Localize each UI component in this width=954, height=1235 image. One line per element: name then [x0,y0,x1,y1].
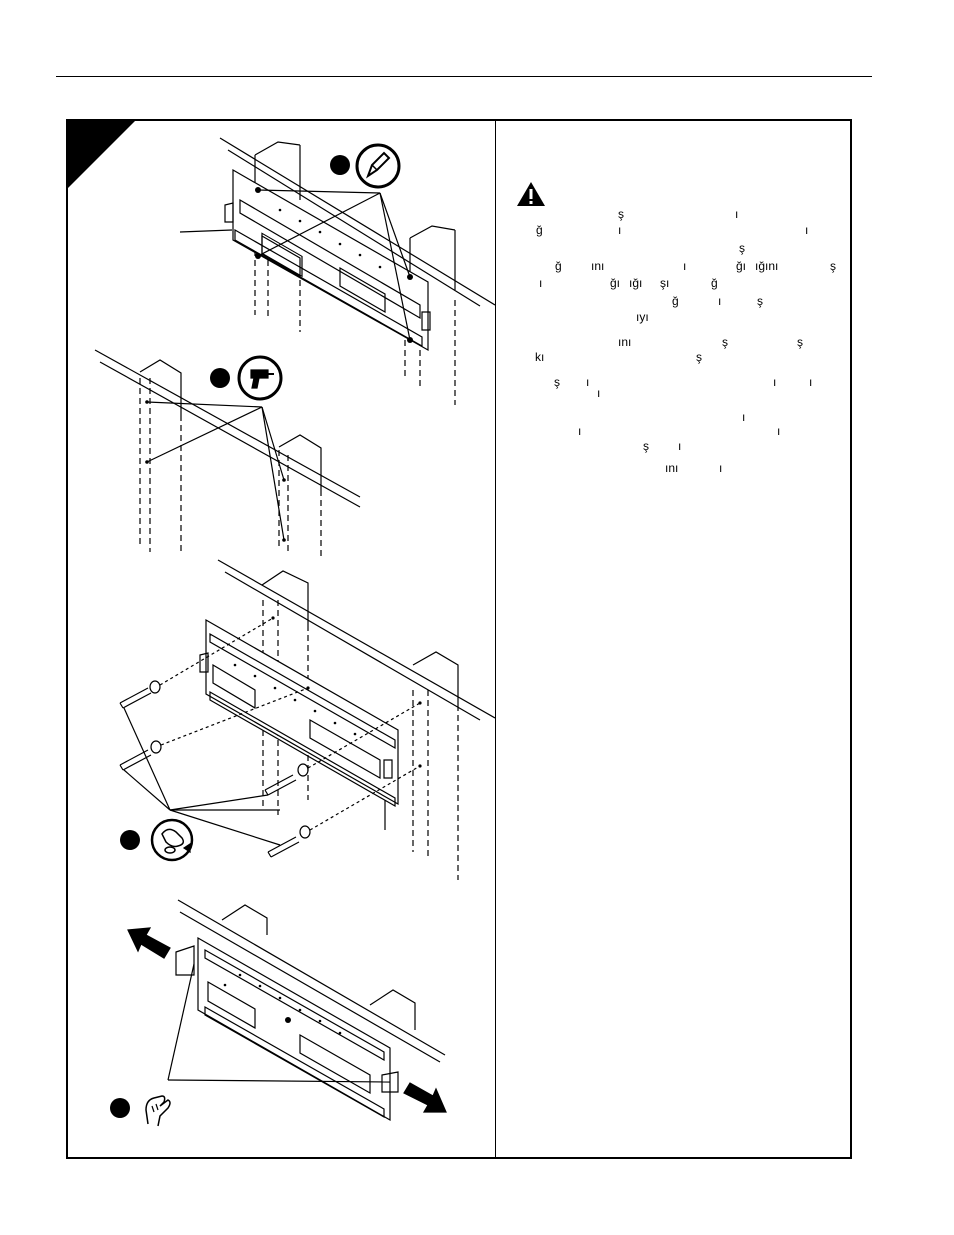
text-fragment: ı [618,223,622,237]
text-fragment: ı [719,461,723,475]
wrench-rotate-icon [150,818,194,862]
text-fragment: ş [554,375,560,389]
text-fragment: ı [809,375,813,389]
figure-drill-holes [94,349,361,558]
text-fragment: ı [777,424,781,438]
text-fragment: ıyı [636,310,649,324]
text-fragment: ş [722,335,728,349]
text-fragment: ş [696,350,702,364]
column-divider [495,119,496,1159]
text-fragment: ı [683,259,687,273]
instruction-text-panel: ş ı ğ ı ı ş ğ ını ı ğı ığını ş ı ğı ığı … [497,121,850,1157]
installation-illustration [68,121,495,1127]
text-fragment: ğı [736,259,747,273]
text-fragment: ı [678,439,682,453]
text-fragment: ğı [610,276,621,290]
step-corner-tab [68,121,135,188]
text-fragment: ı [578,424,582,438]
text-fragment: ğ [536,223,543,237]
text-fragment: ı [735,207,739,221]
text-fragment: ı [742,410,746,424]
text-fragment: ığını [755,259,779,273]
arrow-left-icon [127,927,171,959]
text-fragment: ı [773,375,777,389]
text-fragment: ş [797,335,803,349]
text-fragment: ı [586,375,590,389]
text-fragment: ı [539,276,543,290]
header-rule [56,76,872,77]
arrow-right-icon [403,1082,447,1113]
text-fragment: ı [718,294,722,308]
text-fragment: ğ [555,259,562,273]
text-fragment: ğ [711,276,718,290]
text-fragment: kı [535,350,545,364]
text-fragment: ı [805,223,809,237]
text-fragment: ş [643,439,649,453]
figure-mark-holes [179,137,495,405]
text-fragment: ğ [672,294,679,308]
step-frame [66,119,852,1159]
figure-adjust-bracket [110,899,447,1122]
text-fragment: şı [660,276,670,290]
text-fragment: ı [597,386,601,400]
text-fragment: ını [665,461,679,475]
lag-bolts [119,617,421,858]
text-fragment: ş [830,259,836,273]
text-fragment: ığı [629,276,643,290]
drill-icon [237,355,283,401]
figure-bolt-bracket [119,559,495,880]
text-fragment: ını [618,335,632,349]
hand-icon [145,1095,171,1127]
text-fragment: ş [618,207,624,221]
text-fragment: ş [757,294,763,308]
text-fragment: ş [739,241,745,255]
pencil-icon [355,143,401,189]
text-fragment: ını [591,259,605,273]
warning-triangle-icon [517,182,545,206]
